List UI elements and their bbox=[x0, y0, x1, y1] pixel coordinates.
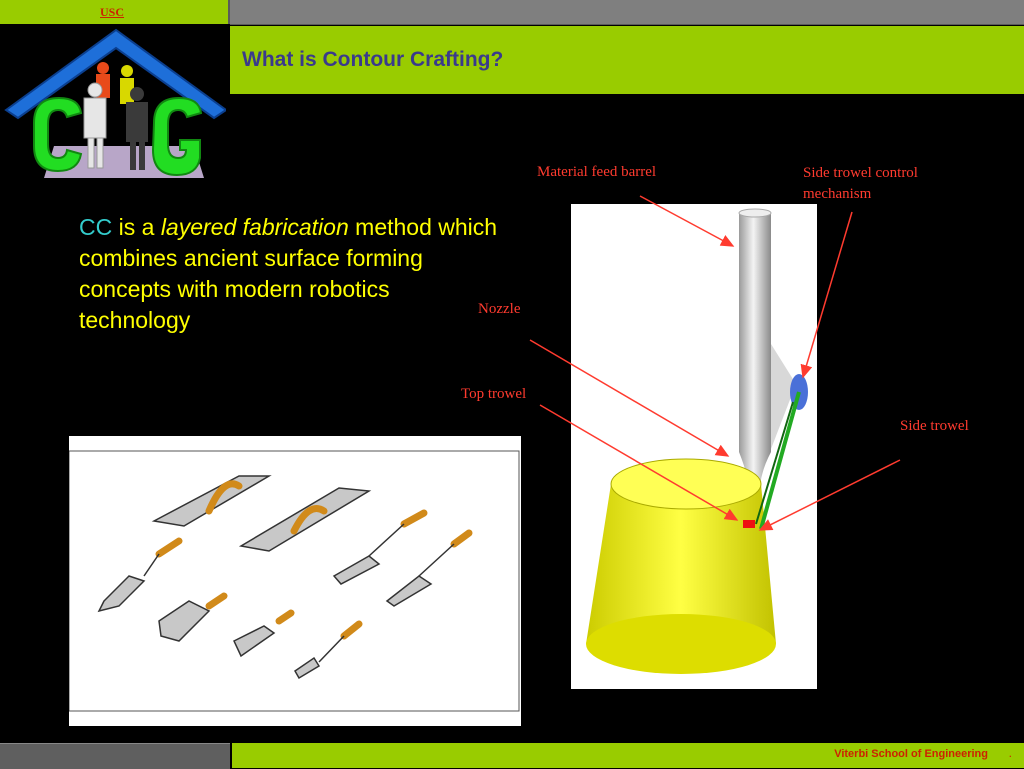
footer-school-name: Viterbi School of Engineering bbox=[834, 748, 988, 760]
trowel-tools-image bbox=[69, 436, 521, 726]
label-nozzle: Nozzle bbox=[478, 301, 521, 317]
label-material-feed-barrel: Material feed barrel bbox=[537, 164, 657, 180]
intro-emphasis: layered fabrication bbox=[160, 214, 349, 240]
intro-part2: method which combines ancient surface fo… bbox=[79, 214, 498, 333]
cc-abbreviation: CC bbox=[79, 214, 113, 240]
footer-bar: Viterbi School of Engineering . bbox=[232, 743, 1024, 768]
header-top-bar bbox=[230, 0, 1024, 25]
label-top-trowel: Top trowel bbox=[461, 386, 527, 402]
intro-part1: is a bbox=[112, 214, 161, 240]
label-side-trowel: Side trowel bbox=[900, 418, 969, 434]
label-side-trowel-control-2: mechanism bbox=[803, 186, 872, 202]
title-bar: What is Contour Crafting? bbox=[230, 26, 1024, 94]
footer-left-bar bbox=[0, 743, 230, 769]
usc-link[interactable]: USC bbox=[100, 5, 125, 19]
header-logo-strip: USC bbox=[0, 0, 230, 24]
contour-crafting-logo bbox=[4, 28, 226, 178]
contour-crafting-machine-image bbox=[571, 204, 817, 689]
intro-paragraph: CC is a layered fabrication method which… bbox=[79, 212, 499, 336]
slide-title: What is Contour Crafting? bbox=[242, 48, 504, 71]
label-side-trowel-control-1: Side trowel control bbox=[803, 165, 918, 181]
footer-dot: . bbox=[1008, 746, 1012, 760]
